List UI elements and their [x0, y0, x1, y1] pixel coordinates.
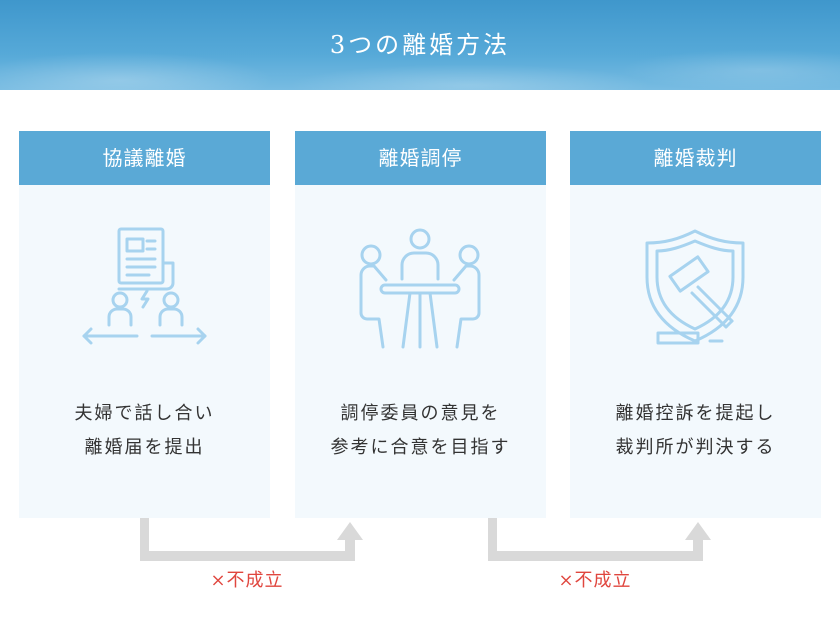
method-card-saiban: 離婚裁判 離婚控訴を提起し 裁判所が判決する	[570, 131, 821, 518]
page-title: 3つの離婚方法	[329, 31, 511, 59]
method-card-description: 離婚控訴を提起し 裁判所が判決する	[570, 397, 821, 465]
description-line: 裁判所が判決する	[615, 437, 776, 458]
description-line: 調停委員の意見を	[340, 403, 501, 424]
method-card-kyogi: 協議離婚 夫婦で話し合い 離婚届を提出	[19, 131, 270, 518]
transition-arrow	[488, 518, 718, 566]
gavel-on-shield-icon	[630, 223, 761, 354]
description-line: 離婚控訴を提起し	[615, 403, 776, 424]
document-and-two-people-icon	[79, 223, 210, 354]
not-established-label: ×不成立	[210, 570, 284, 591]
method-card-title: 協議離婚	[19, 131, 270, 185]
people-meeting-at-table-icon	[355, 223, 486, 354]
method-card-chotei: 離婚調停 調停委員の意見を 参考に合意を目指す	[295, 131, 546, 518]
method-card-description: 調停委員の意見を 参考に合意を目指す	[295, 397, 546, 465]
method-card-title: 離婚裁判	[570, 131, 821, 185]
description-line: 夫婦で話し合い	[74, 403, 215, 424]
header-banner: 3つの離婚方法	[0, 0, 840, 90]
transition-arrow	[140, 518, 370, 566]
description-line: 参考に合意を目指す	[330, 437, 511, 458]
method-card-description: 夫婦で話し合い 離婚届を提出	[19, 397, 270, 465]
description-line: 離婚届を提出	[84, 437, 205, 458]
method-card-title: 離婚調停	[295, 131, 546, 185]
not-established-label: ×不成立	[558, 570, 632, 591]
